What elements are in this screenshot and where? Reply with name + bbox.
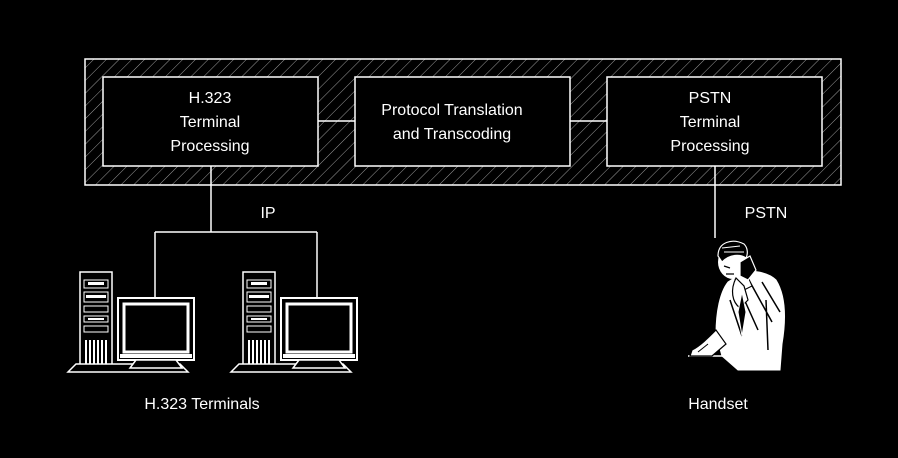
h323-box-line3: Processing (170, 138, 249, 155)
desktop-computer-icon (229, 270, 359, 374)
desktop-computer-icon (66, 270, 196, 374)
translation-box-line2: and Transcoding (393, 126, 511, 143)
ip-network-lines (154, 166, 318, 298)
protocol-translation-box: Protocol Translation and Transcoding (354, 76, 571, 167)
h323-box-line2: Terminal (180, 114, 240, 131)
ip-label: IP (260, 205, 275, 222)
pstn-box-line3: Processing (670, 138, 749, 155)
pstn-box-line2: Terminal (680, 114, 740, 131)
h323-terminal-processing-box: H.323 Terminal Processing (102, 76, 319, 167)
pstn-box-line1: PSTN (689, 90, 732, 107)
pstn-label: PSTN (745, 205, 788, 222)
translation-box-line1: Protocol Translation (381, 102, 522, 119)
person-on-phone-icon (688, 240, 785, 371)
pstn-terminal-processing-box: PSTN Terminal Processing (606, 76, 823, 167)
handset-label: Handset (688, 396, 748, 413)
h323-box-line1: H.323 (189, 90, 232, 107)
terminals-label: H.323 Terminals (144, 396, 259, 413)
